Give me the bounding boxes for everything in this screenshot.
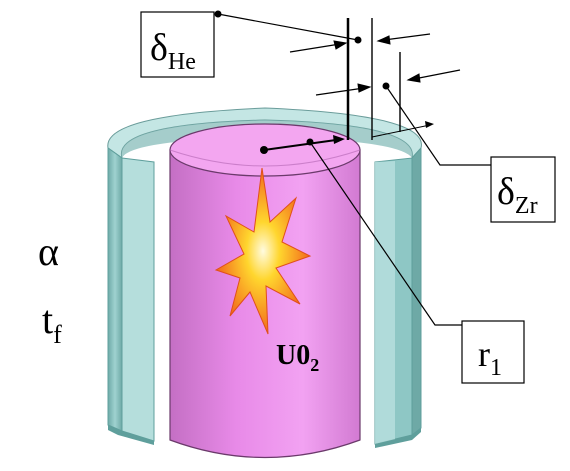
label-box-r1: r1 — [461, 320, 525, 384]
delta-he-arrows — [289, 33, 431, 53]
tf-label: tf — [42, 297, 62, 349]
r1-symbol: r — [478, 334, 490, 374]
cladding-tube — [107, 107, 422, 448]
svg-text:r1: r1 — [478, 334, 502, 381]
tf-subscript: f — [53, 320, 62, 349]
radius-arrow — [260, 121, 434, 154]
fuel-label: U02 — [276, 340, 319, 375]
leader-lines — [217, 13, 498, 326]
label-box-delta-he: δHe — [140, 11, 215, 78]
delta-he-subscript: He — [168, 49, 196, 75]
r1-subscript: 1 — [490, 355, 502, 381]
delta-zr-symbol: δ — [497, 171, 515, 213]
label-box-delta-zr: δZr — [490, 156, 556, 223]
tf-symbol: t — [42, 297, 53, 342]
delta-he-symbol: δ — [150, 27, 168, 69]
leader-delta-he — [217, 13, 359, 41]
alpha-label: α — [38, 229, 59, 274]
leader-delta-zr — [385, 85, 498, 166]
svg-text:δHe: δHe — [150, 27, 196, 75]
leader-dots — [214, 10, 390, 146]
leader-r1 — [309, 141, 462, 326]
fission-burst-icon — [214, 167, 312, 335]
svg-text:δZr: δZr — [497, 171, 538, 219]
delta-zr-arrows — [315, 69, 461, 96]
fuel-subscript: 2 — [310, 355, 319, 375]
fuel-symbol: U0 — [276, 340, 310, 371]
delta-zr-subscript: Zr — [515, 193, 538, 219]
